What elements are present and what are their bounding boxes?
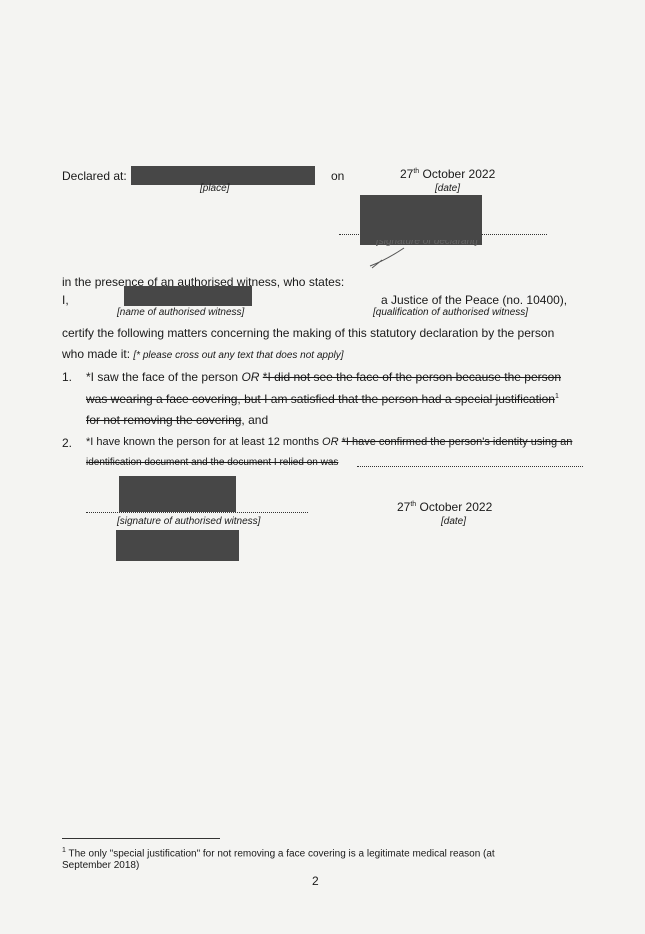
witness-intro: in the presence of an authorised witness… bbox=[62, 275, 345, 289]
signoff-date: 27th October 2022 bbox=[397, 500, 493, 514]
i-label: I, bbox=[62, 293, 69, 307]
certify-note: [* please cross out any text that does n… bbox=[133, 350, 344, 361]
item-2-or: OR bbox=[322, 436, 339, 448]
declaration-date: 27th October 2022 bbox=[400, 167, 495, 181]
item-2-line-2: identification document and the document… bbox=[86, 457, 338, 468]
witness-signature-line bbox=[86, 512, 308, 513]
page-number: 2 bbox=[312, 874, 319, 888]
item-2-kept: *I have known the person for at least 12… bbox=[86, 436, 319, 448]
declaration-date-value: 27th October 2022 bbox=[400, 167, 496, 181]
item-1-or: OR bbox=[241, 370, 260, 384]
item-2-struck-2: identification document and the document… bbox=[86, 457, 339, 468]
redacted-place bbox=[131, 166, 315, 185]
certify-line-2: who made it: [* please cross out any tex… bbox=[62, 347, 344, 361]
signature-tick-mark bbox=[369, 247, 405, 269]
certify-line-1: certify the following matters concerning… bbox=[62, 326, 555, 340]
footnote-number: 1 bbox=[62, 847, 66, 854]
item-1-trail: , and bbox=[241, 413, 269, 427]
redacted-declarant-signature bbox=[360, 195, 482, 245]
date-caption: [date] bbox=[435, 183, 461, 194]
footnote-line-2: September 2018) bbox=[62, 860, 140, 871]
item-2-struck-1: *I have confirmed the person's identity … bbox=[341, 436, 573, 448]
place-caption: [place] bbox=[200, 183, 230, 194]
item-1-struck-2: was wearing a face covering, but I am sa… bbox=[86, 392, 555, 406]
item-1-struck-1: *I did not see the face of the person be… bbox=[262, 370, 561, 384]
qualification-caption: [qualification of authorised witness] bbox=[373, 307, 529, 318]
footnote-line-1: 1 The only "special justification" for n… bbox=[62, 847, 495, 859]
declarant-caption: [signature of declarant] bbox=[376, 236, 478, 247]
witness-signature-caption: [signature of authorised witness] bbox=[117, 516, 261, 527]
on-label: on bbox=[331, 169, 345, 183]
redacted-witness-signature bbox=[119, 476, 236, 512]
item-1-line-2: was wearing a face covering, but I am sa… bbox=[86, 392, 559, 406]
name-caption: [name of authorised witness] bbox=[117, 307, 245, 318]
item-1-number: 1. bbox=[62, 370, 73, 384]
qualification: a Justice of the Peace (no. 10400), bbox=[381, 293, 568, 307]
footnote-text-1: The only "special justification" for not… bbox=[68, 848, 495, 860]
item-1-kept: *I saw the face of the person bbox=[86, 370, 239, 384]
declared-at-label: Declared at: bbox=[62, 169, 127, 183]
footnote-separator bbox=[62, 838, 220, 839]
signoff-date-caption: [date] bbox=[441, 516, 467, 527]
redacted-witness-name bbox=[124, 286, 252, 306]
item-2-line-1: *I have known the person for at least 12… bbox=[86, 436, 572, 448]
item-2-number: 2. bbox=[62, 436, 73, 450]
identification-document-line bbox=[357, 466, 583, 467]
redacted-witness-stamp bbox=[116, 530, 239, 561]
item-1-line-3: for not removing the covering, and bbox=[86, 413, 268, 427]
item-1-line-1: *I saw the face of the person OR *I did … bbox=[86, 370, 561, 384]
item-1-struck-3: for not removing the covering bbox=[86, 413, 242, 427]
certify-line-2-text: who made it: bbox=[62, 347, 131, 361]
footnote-ref: 1 bbox=[554, 393, 559, 400]
